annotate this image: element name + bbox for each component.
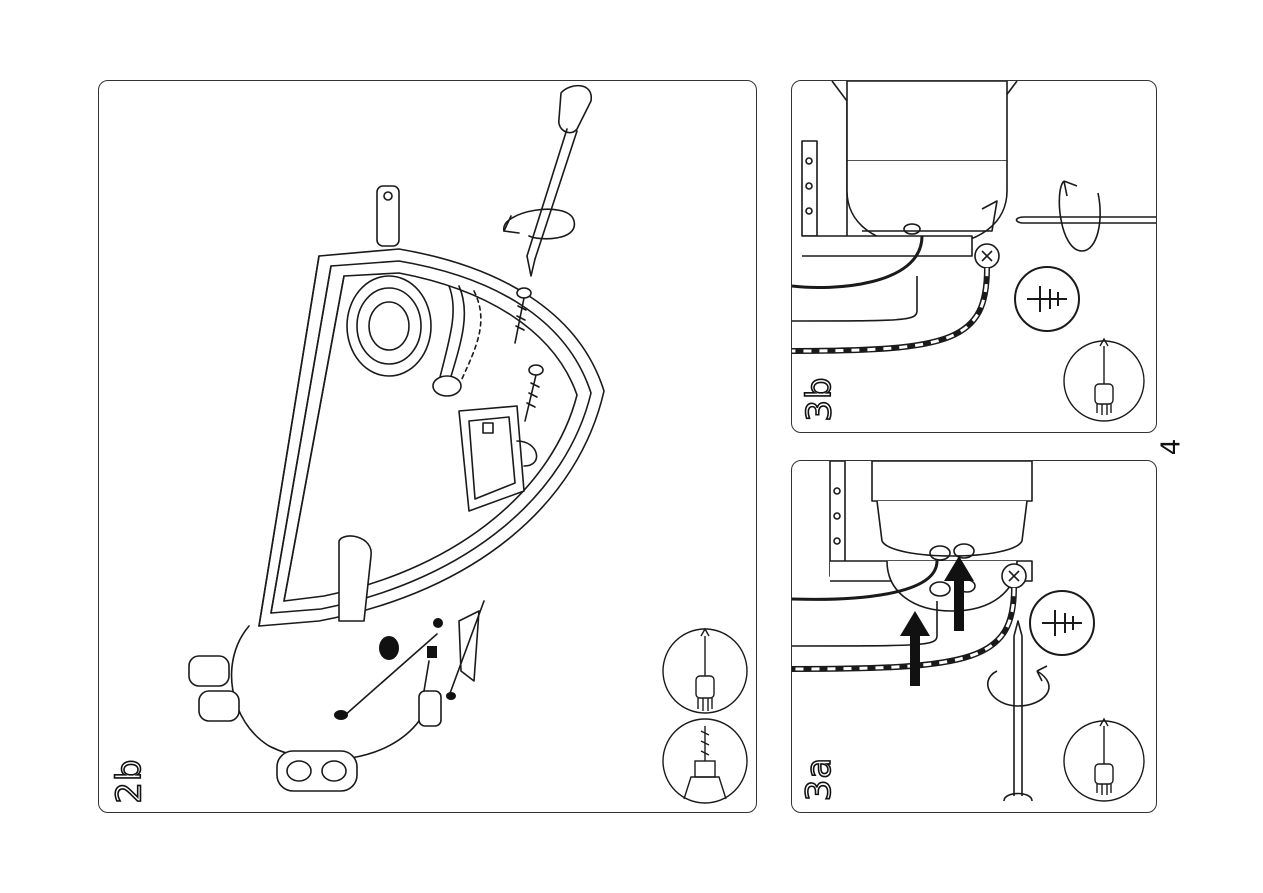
step-label-3b: 3b xyxy=(800,376,840,421)
step-label-2b: 2b xyxy=(110,758,150,803)
screwdriver-shaft xyxy=(527,86,591,276)
panel-3b: 3b xyxy=(791,80,1157,433)
ground-symbol-icon xyxy=(1030,591,1094,655)
panel-3a: 3a xyxy=(791,460,1157,813)
screwdriver-icon xyxy=(1064,339,1144,421)
page-number: 4 xyxy=(1156,439,1186,456)
step-label-3a: 3a xyxy=(799,757,839,801)
junction-box xyxy=(189,626,441,791)
fixture-mounting-illustration xyxy=(99,81,757,813)
drill-icon xyxy=(663,719,747,803)
ground-connection-illustration xyxy=(792,81,1157,433)
panel-2b: 2b xyxy=(98,80,757,813)
rotate-arrow xyxy=(504,209,575,239)
ground-symbol-icon xyxy=(1015,267,1079,331)
screwdriver-icon xyxy=(663,629,747,713)
wire-insertion-illustration xyxy=(792,461,1157,813)
screwdriver-icon xyxy=(1064,719,1144,801)
